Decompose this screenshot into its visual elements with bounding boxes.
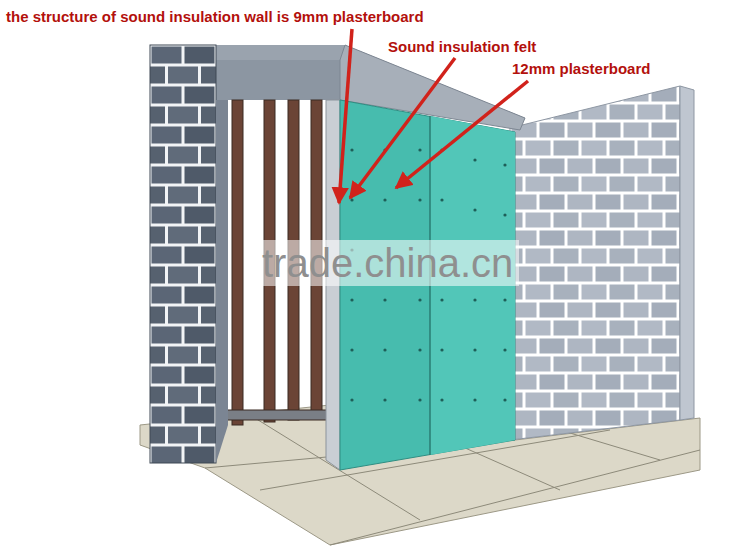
callout-label: 12mm plasterboard [512, 60, 650, 78]
brick-column [150, 45, 216, 463]
title-callout-box: the structure of sound insulation wall i… [6, 8, 424, 26]
beam-front [215, 60, 340, 100]
watermark: trade.china.cn [256, 240, 519, 286]
callout-label-box: 12mm plasterboard [512, 60, 650, 78]
watermark-box: trade.china.cn [256, 240, 519, 286]
column-side [216, 100, 228, 463]
callout-label-box: Sound insulation felt [388, 38, 536, 56]
brick-wall [510, 86, 680, 440]
title-callout: the structure of sound insulation wall i… [6, 8, 424, 26]
leader-arrows [339, 29, 528, 203]
callout-label: Sound insulation felt [388, 38, 536, 56]
wall-end [680, 86, 694, 420]
